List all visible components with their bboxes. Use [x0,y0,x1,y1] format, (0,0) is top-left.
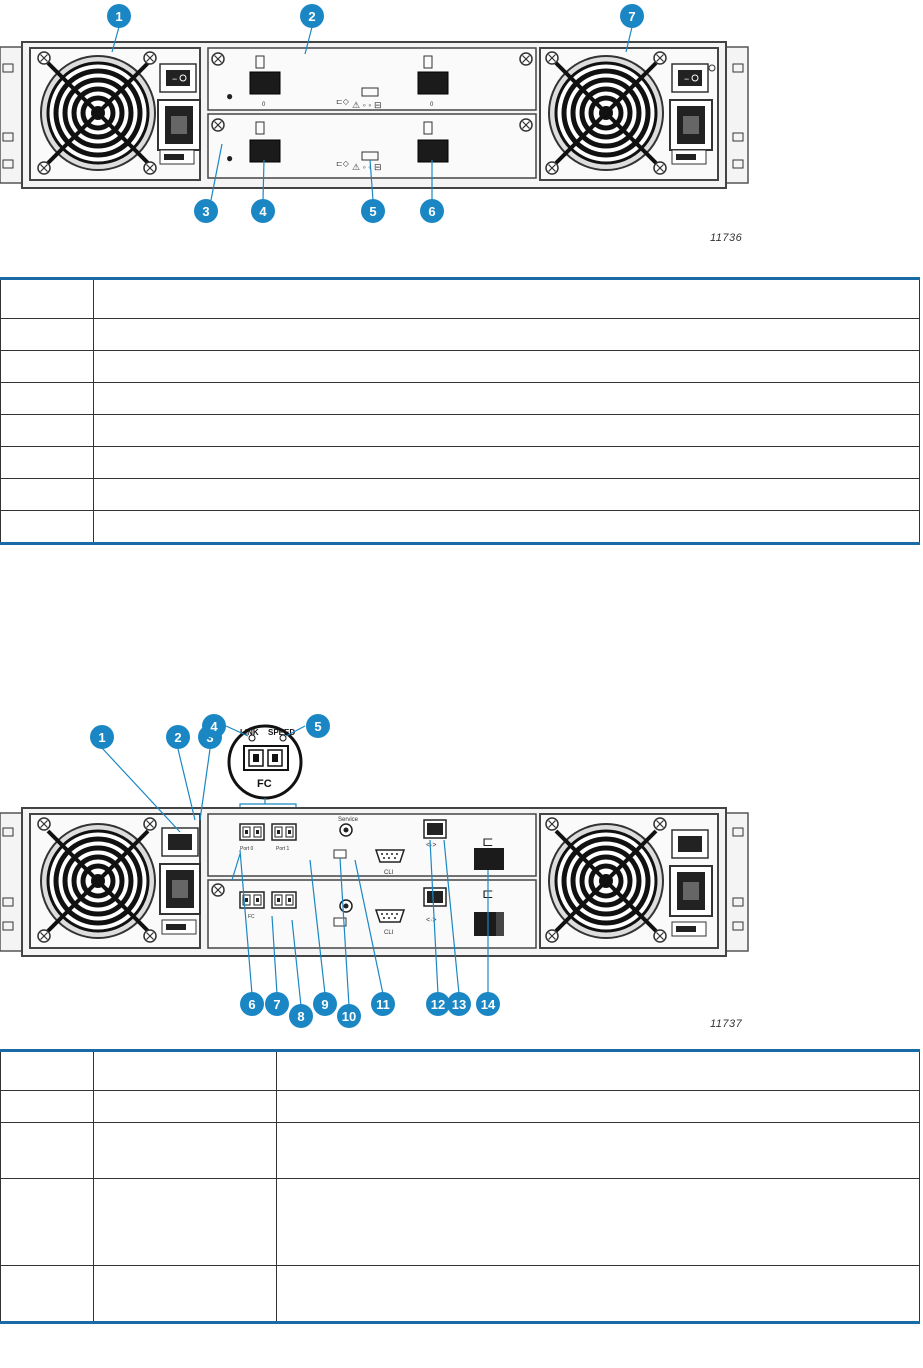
callout: 14 [476,992,500,1016]
svg-text:●: ● [226,89,233,103]
callout: 5 [361,199,385,223]
callout-table-2 [0,1049,920,1324]
svg-text:5: 5 [369,204,376,219]
svg-text:7: 7 [273,997,280,1012]
callout: 11 [371,992,395,1016]
svg-text:5: 5 [314,719,321,734]
figure-id: 11736 [710,232,743,244]
svg-text:10: 10 [342,1009,356,1024]
table-row [0,1090,920,1123]
svg-text:0: 0 [262,102,266,108]
svg-text:3: 3 [206,730,213,745]
callout: 1 [90,725,114,749]
service-label: Service [338,817,359,823]
table-header-row [0,1050,920,1091]
header-cell [0,278,94,319]
callout: 2 [300,4,324,28]
callout: 10 [337,1004,361,1028]
callout: 9 [313,992,337,1016]
svg-text:8: 8 [297,1009,304,1024]
svg-text:6: 6 [248,997,255,1012]
svg-text:●: ● [226,151,233,165]
svg-text:Port 1: Port 1 [276,846,290,852]
callout: 6 [240,992,264,1016]
svg-text:1: 1 [115,9,122,24]
table-row [0,1178,920,1266]
svg-text:12: 12 [431,997,445,1012]
table-header-row [0,278,920,319]
table-row [0,446,920,479]
callout: 13 [447,992,471,1016]
svg-text:2: 2 [308,9,315,24]
svg-text:4: 4 [210,719,218,734]
header-cell [276,1050,920,1091]
header-cell [0,1050,94,1091]
callout: 1 [107,4,131,28]
table-row [0,478,920,511]
svg-text:13: 13 [452,997,466,1012]
header-cell [93,1050,277,1091]
callout: 4 [202,714,226,738]
table-row [0,414,920,447]
svg-text:1: 1 [98,730,105,745]
speed-label: SPEED [268,728,295,737]
callout-table-1 [0,277,920,545]
cli-label: CLI [384,870,394,876]
svg-text:⊏: ⊏ [482,833,494,849]
enclosure-rear-diagram: − [0,4,749,223]
table-row [0,350,920,383]
svg-text:CLI: CLI [384,930,394,936]
callout: 7 [620,4,644,28]
svg-text:⚠ ◦ ◦ ⊟: ⚠ ◦ ◦ ⊟ [352,100,382,110]
svg-text:7: 7 [628,9,635,24]
svg-text:Port 0: Port 0 [240,846,254,852]
figure-id: 11737 [710,1018,743,1030]
header-cell [93,278,920,319]
table-row [0,1122,920,1179]
link-label: LINK [240,728,259,737]
fc-label: FC [257,778,272,790]
svg-text:<·>: <·> [426,917,437,924]
svg-text:2: 2 [174,730,181,745]
svg-text:⚠ ◦ ◦ ⊟: ⚠ ◦ ◦ ⊟ [352,162,382,172]
callout: 2 [166,725,190,749]
svg-text:6: 6 [428,204,435,219]
svg-text:4: 4 [259,204,267,219]
callout: 4 [251,199,275,223]
callout: 6 [420,199,444,223]
fan-icon [41,56,155,170]
figure-rear-panel-expansion: − [0,0,923,262]
table-row [0,318,920,351]
callout: 5 [306,714,330,738]
svg-text:14: 14 [481,997,496,1012]
controller-rear-diagram: LINK SPEED FC [0,714,749,1028]
callout: 3 [194,199,218,223]
svg-text:9: 9 [321,997,328,1012]
callout: 8 [289,1004,313,1028]
svg-text:3: 3 [202,204,209,219]
svg-text:0: 0 [430,102,434,108]
svg-text:⊏◇: ⊏◇ [336,159,350,168]
figure-rear-panel-controller: LINK SPEED FC [0,700,923,1045]
svg-text:⊏◇: ⊏◇ [336,97,350,106]
table-row [0,510,920,544]
callout: 7 [265,992,289,1016]
svg-text:FC: FC [248,914,255,920]
callout: 12 [426,992,450,1016]
table-row [0,382,920,415]
svg-text:<·>: <·> [426,842,437,849]
svg-text:11: 11 [376,997,390,1012]
table-row [0,1265,920,1323]
